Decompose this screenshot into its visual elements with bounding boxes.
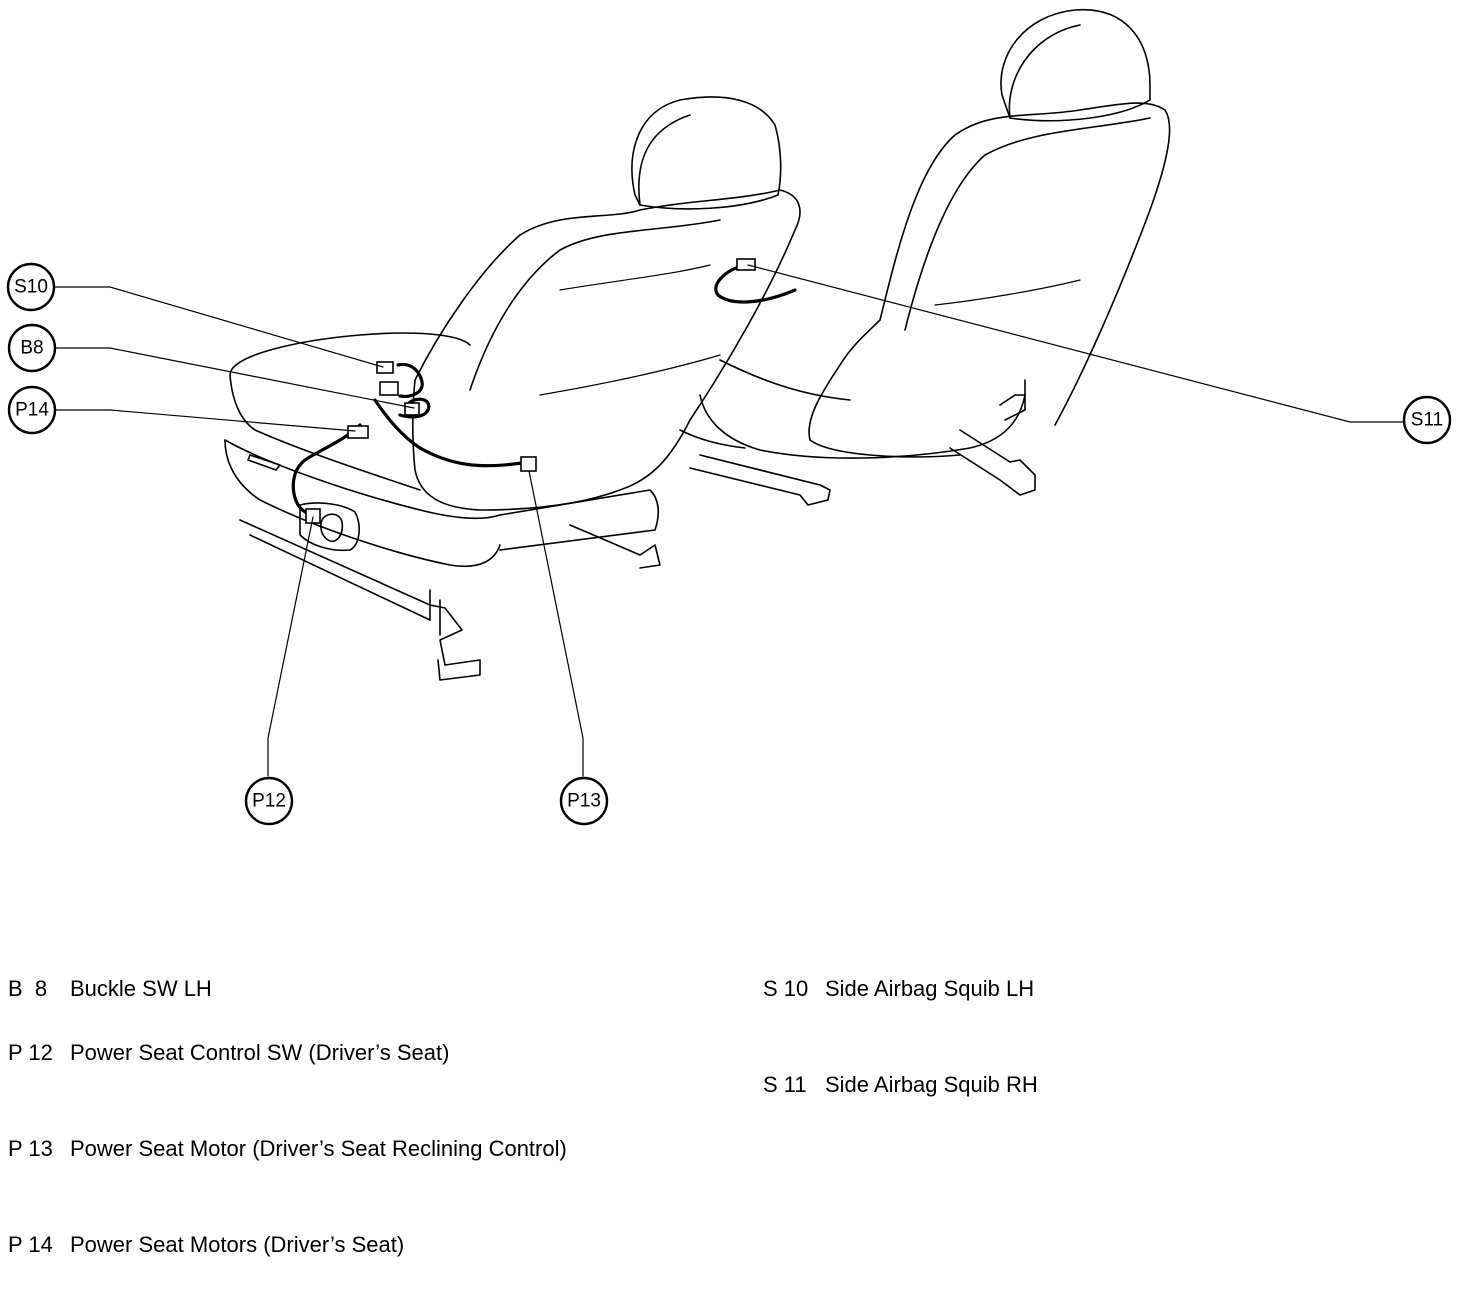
- legend-description: Power Seat Motor (Driver’s Seat Reclinin…: [70, 1136, 567, 1161]
- p12-connector: [305, 508, 321, 524]
- legend-description: Side Airbag Squib LH: [825, 976, 1035, 1001]
- callout-p13-label: P13: [567, 791, 601, 812]
- legend-code: B 8: [8, 976, 48, 1001]
- legend-code: S 11: [763, 1072, 807, 1097]
- callout-p13: P13: [559, 776, 609, 826]
- legend-left-group-1: B 8 Buckle SW LH: [8, 909, 212, 1037]
- callout-s10: S10: [6, 262, 56, 312]
- legend-code: S 10: [763, 976, 809, 1001]
- legend-row: P 14 Power Seat Motors (Driver’s Seat): [8, 1229, 567, 1261]
- callout-p14-label: P14: [15, 400, 49, 421]
- callout-p12-label: P12: [252, 791, 286, 812]
- legend-description: Power Seat Control SW (Driver’s Seat): [70, 1040, 450, 1065]
- callout-p14: P14: [7, 385, 57, 435]
- legend-row: P 13 Power Seat Motor (Driver’s Seat Rec…: [8, 1133, 567, 1165]
- legend-row: P 12 Power Seat Control SW (Driver’s Sea…: [8, 1037, 567, 1069]
- leader-lines: [53, 264, 1404, 777]
- p13-connector: [520, 456, 537, 472]
- s10-connector: [376, 361, 394, 374]
- legend-description: Side Airbag Squib RH: [825, 1072, 1038, 1097]
- legend-code: P 14: [8, 1232, 53, 1257]
- legend-code: P 13: [8, 1136, 53, 1161]
- passenger-seat: [679, 8, 1171, 506]
- s11-connector: [736, 258, 756, 271]
- b8-connector: [379, 381, 399, 396]
- legend-code: P 12: [8, 1040, 53, 1065]
- legend-description: Buckle SW LH: [70, 976, 212, 1001]
- callout-p12: P12: [244, 776, 294, 826]
- legend-row: S 11 Side Airbag Squib RH: [763, 1069, 1038, 1101]
- legend-row: B 8 Buckle SW LH: [8, 973, 212, 1005]
- p14-connector: [347, 425, 369, 439]
- driver-seat: [224, 96, 801, 681]
- seat-wiring-diagram: S10 B8 P14 S11 P12 P13: [6, 8, 1452, 826]
- callout-b8-label: B8: [20, 338, 43, 359]
- callout-s10-label: S10: [14, 277, 48, 298]
- callout-s11-label: S11: [1411, 410, 1443, 431]
- b8-connector-2: [404, 402, 420, 416]
- legend-left-group-2: P 12 Power Seat Control SW (Driver’s Sea…: [8, 973, 567, 1293]
- legend-description: Power Seat Motors (Driver’s Seat): [70, 1232, 405, 1257]
- callout-b8: B8: [7, 323, 57, 373]
- legend-row: S 10 Side Airbag Squib LH: [763, 973, 1038, 1005]
- legend-right-group: S 10 Side Airbag Squib LH S 11 Side Airb…: [763, 909, 1038, 1133]
- callout-s11: S11: [1402, 395, 1452, 445]
